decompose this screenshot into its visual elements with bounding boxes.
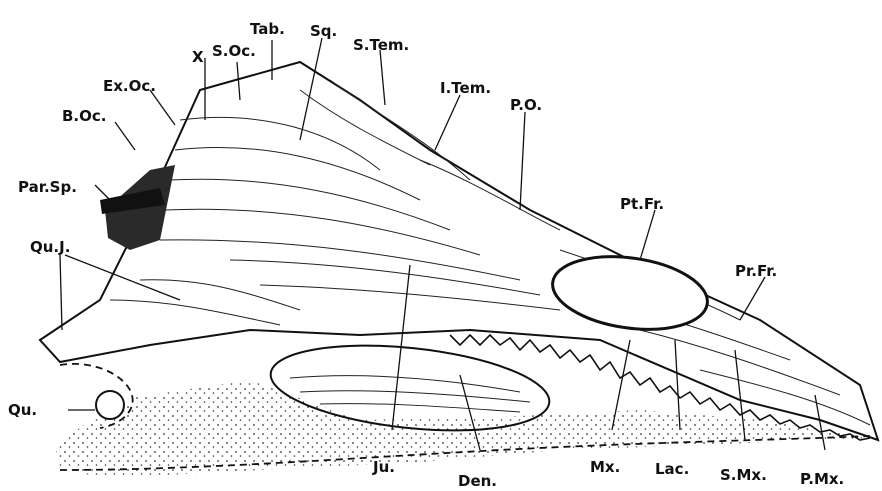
label-p-o: P.O. xyxy=(510,96,542,114)
roof-texture xyxy=(110,80,870,425)
label-ju: Ju. xyxy=(372,458,395,476)
label-sq: Sq. xyxy=(310,22,337,40)
label-pr-fr: Pr.Fr. xyxy=(735,262,777,280)
quadrate-knob xyxy=(96,391,124,419)
label-i-tem: I.Tem. xyxy=(440,79,491,97)
label-qu: Qu. xyxy=(8,401,37,419)
label-tab: Tab. xyxy=(250,20,285,38)
label-s-mx: S.Mx. xyxy=(720,466,767,484)
label-b-oc: B.Oc. xyxy=(62,107,106,125)
label-qu-j: Qu.J. xyxy=(30,238,70,256)
label-pt-fr: Pt.Fr. xyxy=(620,195,664,213)
label-mx: Mx. xyxy=(590,458,620,476)
label-lac: Lac. xyxy=(655,460,689,478)
label-par-sp: Par.Sp. xyxy=(18,178,77,196)
label-s-oc: S.Oc. xyxy=(212,42,256,60)
dentary-hatch xyxy=(290,376,530,412)
label-ex-oc: Ex.Oc. xyxy=(103,77,156,95)
label-x: X xyxy=(192,48,204,66)
label-p-mx: P.Mx. xyxy=(800,470,844,488)
label-s-tem: S.Tem. xyxy=(353,36,409,54)
label-den: Den. xyxy=(458,472,497,490)
lower-jaw-region xyxy=(55,380,870,478)
